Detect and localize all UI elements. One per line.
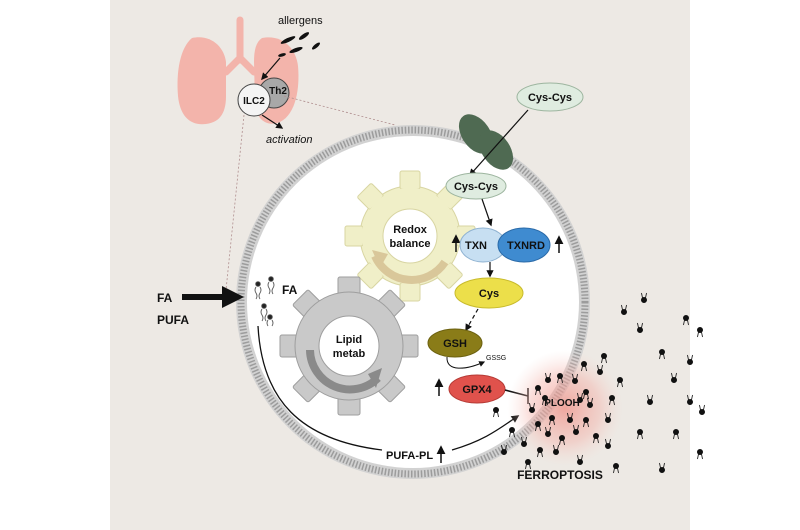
- txn-label: TXN: [465, 240, 487, 252]
- plooh-molecule: [617, 376, 624, 388]
- plooh-molecule: [508, 426, 515, 438]
- plooh-molecule: [557, 372, 564, 384]
- plooh-molecule: [500, 444, 507, 455]
- gsh-to-gssg-arrow: [446, 356, 486, 369]
- allergens-arrow: [261, 57, 281, 81]
- plooh-molecule: [637, 428, 644, 440]
- plooh-molecule: [525, 458, 532, 470]
- plooh-molecule: [577, 392, 584, 403]
- plooh-molecule: [573, 424, 580, 435]
- pufa-pl-label: PUFA-PL: [386, 450, 433, 462]
- plooh-molecule: [535, 384, 542, 396]
- activation-arrow: [261, 114, 284, 129]
- gsh-label: GSH: [443, 338, 467, 350]
- plooh-label: PLOOH: [544, 398, 580, 409]
- pufa-outside-label: PUFA: [157, 313, 189, 327]
- plooh-molecule: [542, 394, 549, 406]
- cystine-import-arrow: [469, 109, 529, 177]
- plooh-molecule: [699, 404, 706, 415]
- plooh-molecule: [567, 412, 574, 423]
- plooh-molecule: [535, 420, 542, 432]
- plooh-molecule: [583, 388, 590, 400]
- plooh-molecule: [637, 322, 644, 333]
- activation-label: activation: [266, 134, 312, 146]
- plooh-molecule: [583, 416, 590, 428]
- plooh-molecule: [621, 304, 628, 315]
- redox-label-line1: Redox: [393, 224, 428, 236]
- plooh-molecule: [605, 412, 612, 423]
- plooh-molecule: [601, 352, 608, 364]
- plooh-molecule: [593, 432, 600, 444]
- fa-uptake-arrow: [182, 286, 244, 308]
- plooh-molecule: [545, 426, 552, 437]
- plooh-molecule: [559, 434, 566, 446]
- redox-gear: [344, 170, 476, 302]
- cys-cys-inside-node: [445, 172, 507, 200]
- lipid-gear: [279, 276, 419, 416]
- plooh-molecule: [587, 397, 594, 408]
- gssg-label: GSSG: [486, 355, 506, 362]
- gpx4-label: GPX4: [462, 384, 492, 396]
- fa-outside-label: FA: [157, 291, 173, 305]
- plooh-molecule: [671, 372, 678, 383]
- plooh-molecule: [697, 448, 704, 460]
- plooh-molecule: [609, 394, 616, 406]
- plooh-molecule: [605, 438, 612, 449]
- ilc2-label: ILC2: [243, 96, 265, 107]
- membrane-pattern: [237, 126, 589, 478]
- cys-cys-inside-label: Cys-Cys: [454, 181, 498, 193]
- plooh-molecule: [687, 354, 694, 365]
- cys-label: Cys: [479, 288, 499, 300]
- allergen-particles: [278, 32, 321, 57]
- plooh-molecule: [521, 436, 528, 447]
- allergens-label: allergens: [278, 15, 323, 27]
- plooh-molecule: [537, 446, 544, 458]
- lipid-label-line2: metab: [333, 348, 366, 360]
- plooh-molecule: [613, 462, 620, 474]
- txnrd-node: [497, 227, 551, 263]
- ferroptosis-label: FERROPTOSIS: [517, 468, 603, 482]
- plooh-molecule: [659, 462, 666, 473]
- txnrd-label: TXNRD: [507, 240, 545, 252]
- plooh-molecule: [549, 414, 556, 426]
- plooh-particles: [492, 292, 706, 474]
- zoom-lines: [225, 95, 396, 291]
- cys-node: [454, 277, 524, 309]
- gpx4-node: [448, 374, 506, 404]
- gsh-node: [427, 328, 483, 358]
- plooh-molecule: [577, 454, 584, 465]
- cys-cys-outside-label: Cys-Cys: [528, 92, 572, 104]
- ilc2-cell: [237, 83, 271, 117]
- cystine-transporter: [458, 114, 514, 170]
- plooh-molecule: [492, 406, 499, 418]
- cystine-to-txn-arrow: [481, 198, 493, 227]
- plooh-molecule: [659, 348, 666, 360]
- plooh-molecule: [581, 360, 588, 372]
- plooh-molecule: [641, 292, 648, 303]
- lipid-label-line1: Lipid: [336, 334, 362, 346]
- plooh-molecule: [647, 394, 654, 405]
- th2-label: Th2: [269, 86, 287, 97]
- plooh-molecule: [545, 372, 552, 383]
- plooh-molecule: [687, 394, 694, 405]
- cys-cys-outside-node: [516, 82, 584, 112]
- plooh-molecule: [597, 364, 604, 375]
- fatty-acid-molecules: [254, 276, 275, 327]
- redox-label-line2: balance: [390, 238, 431, 250]
- plooh-molecule: [572, 373, 579, 384]
- plooh-molecule: [553, 444, 560, 455]
- plooh-molecule: [529, 402, 536, 413]
- plooh-molecule: [673, 428, 680, 440]
- plooh-molecule: [697, 326, 704, 338]
- plooh-molecule: [683, 314, 690, 326]
- fa-inside-label: FA: [282, 283, 298, 297]
